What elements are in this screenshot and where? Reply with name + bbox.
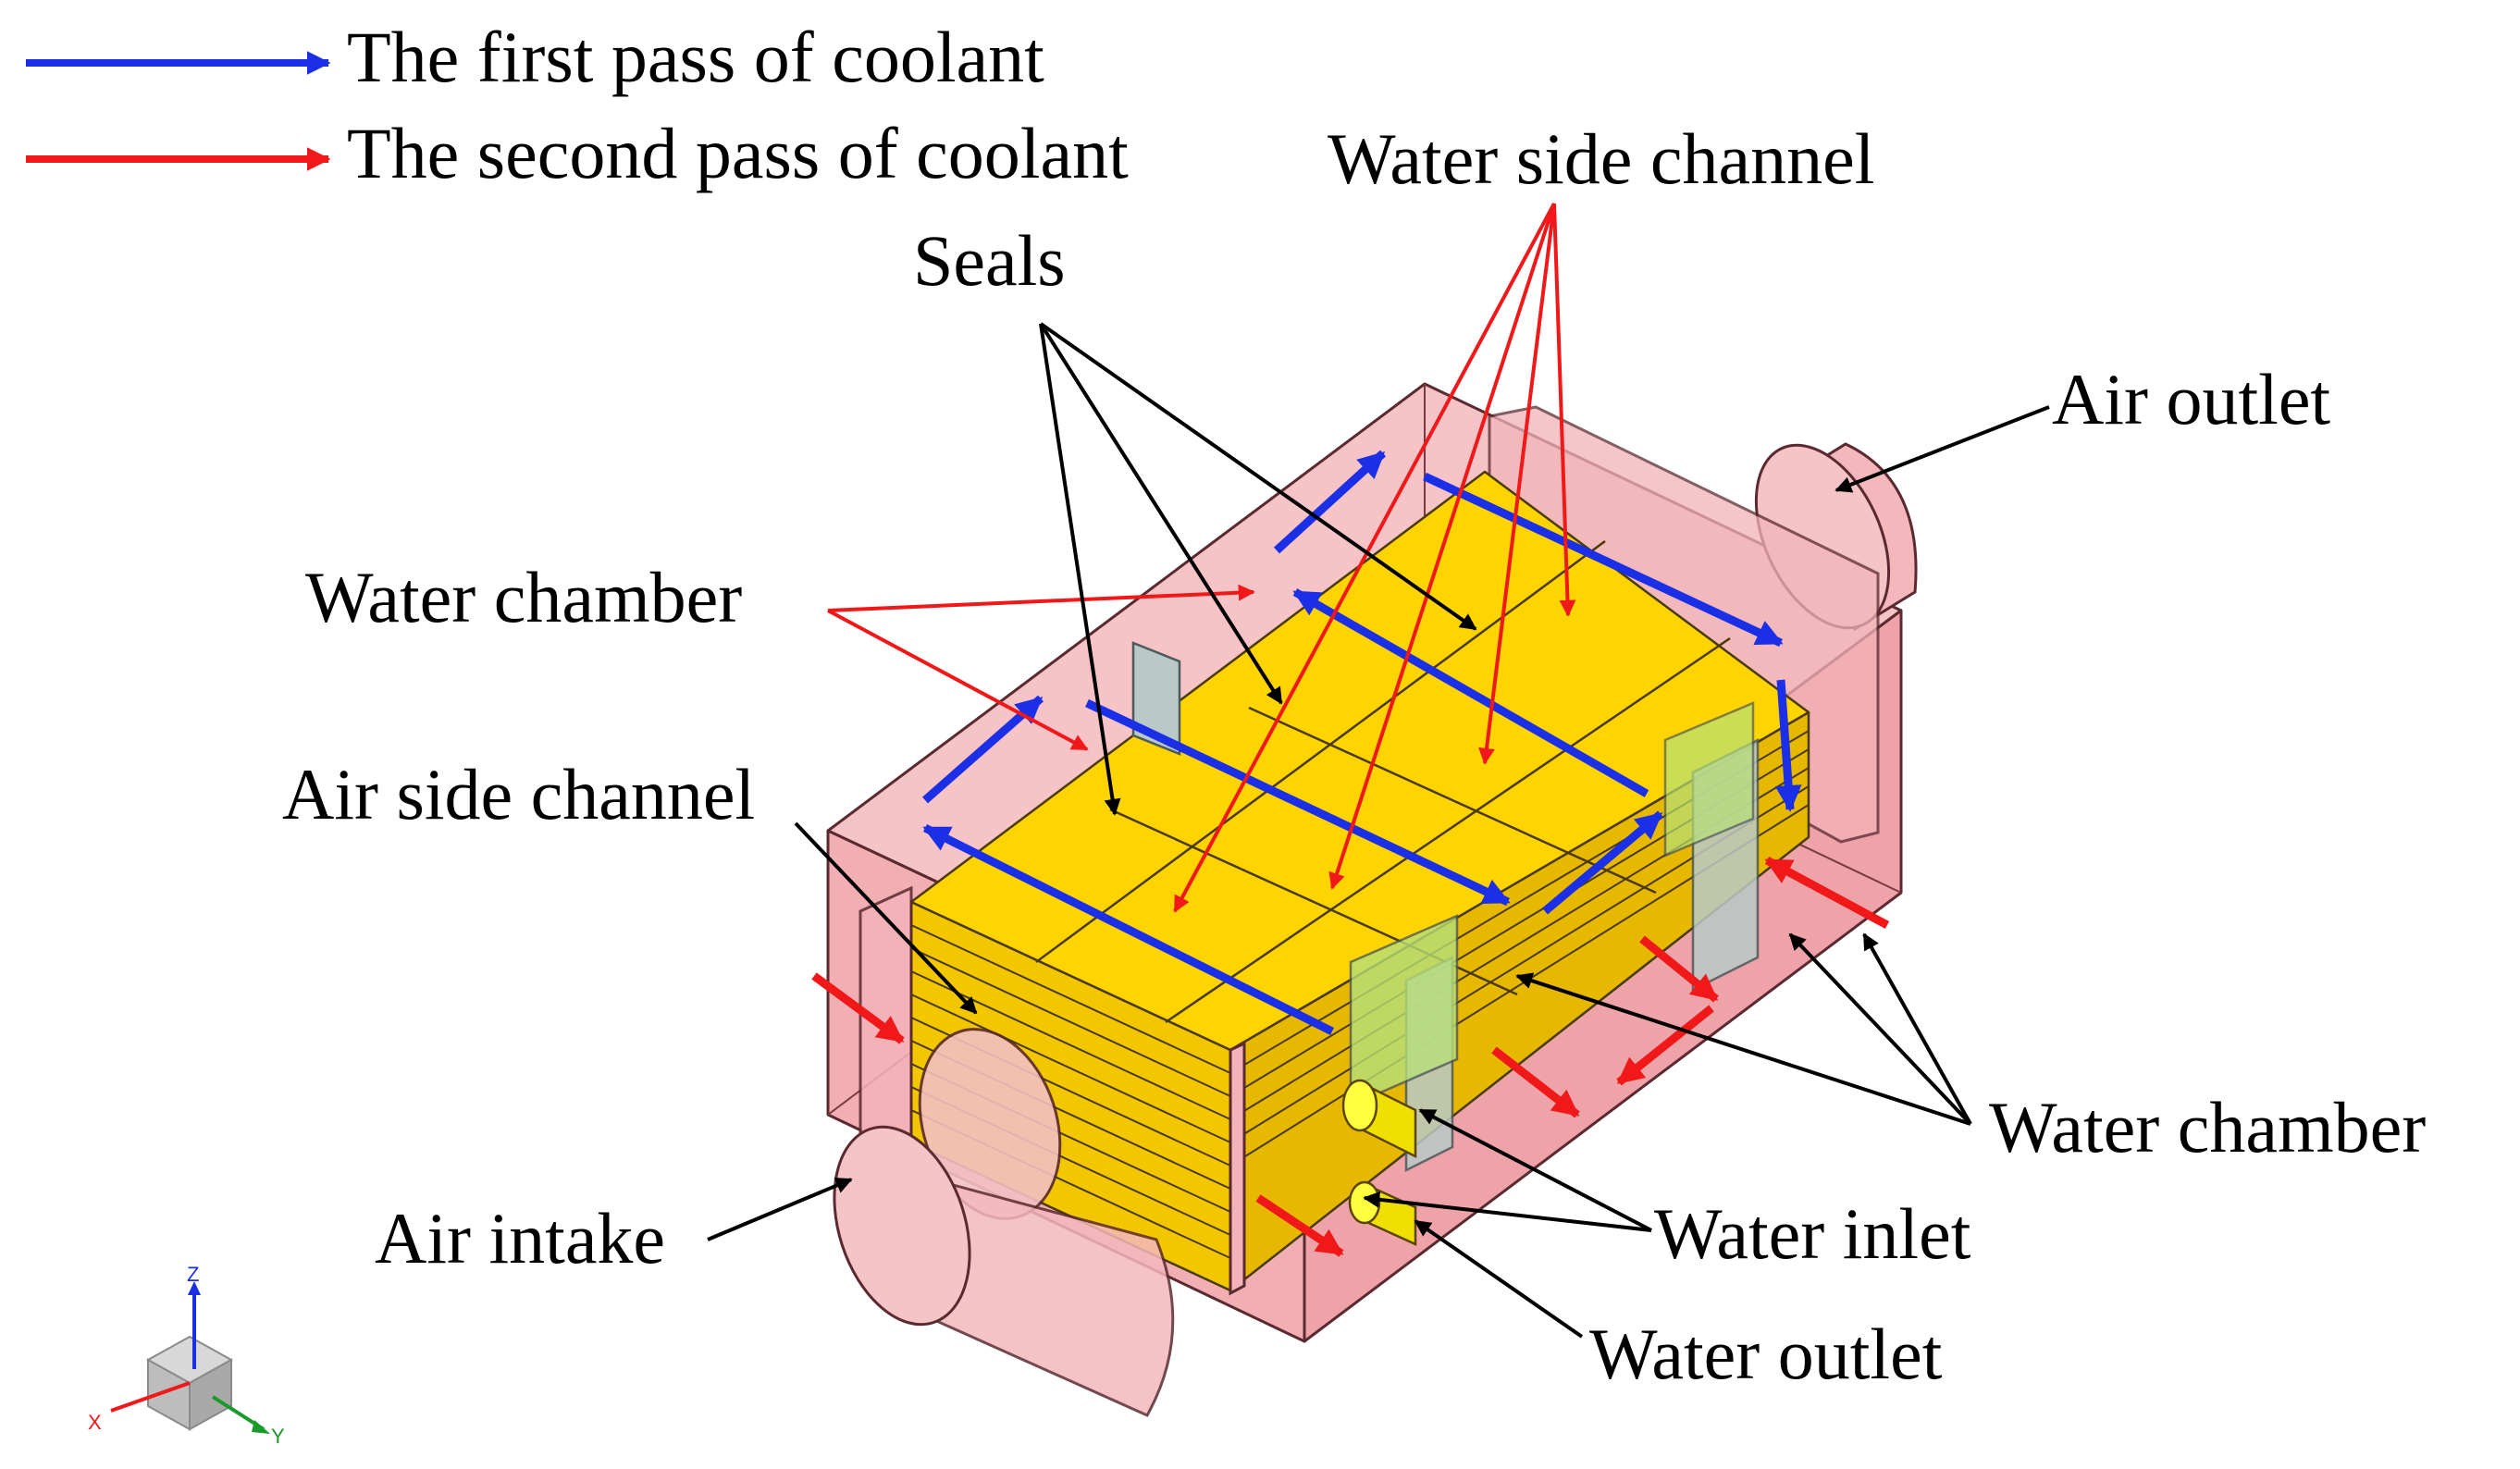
first-pass-arrow [1085,698,1511,907]
axis-x-line [110,1381,191,1413]
seals-leaders [1039,322,1477,816]
first-pass-arrow [922,823,1335,1036]
second-pass-arrow [811,972,905,1044]
legend-second-pass-label: The second pass of coolant [347,113,1129,193]
legend: The first pass of coolant The second pas… [26,17,1129,193]
label-water-chamber-right: Water chamber [1989,1087,2426,1167]
second-pass-flow [811,857,1890,1257]
water-inlet-port [1341,1079,1417,1159]
axis-y-label: Y [271,1425,285,1448]
axis-cube-icon [145,1335,234,1431]
label-air-intake: Air intake [375,1198,665,1278]
first-pass-arrow [1774,679,1802,812]
label-air-side-channel: Air side channel [282,754,755,834]
air-intake-pipe [833,1028,1175,1417]
second-pass-arrow [1616,1005,1714,1086]
label-water-outlet: Water outlet [1589,1314,1943,1394]
first-pass-arrow [1292,588,1649,797]
air-side-channel-leader [794,821,978,1015]
water-chamber-right-leaders [1515,932,1972,1126]
water-side-channel-leaders [1173,203,1576,913]
second-pass-arrow [1491,1046,1580,1118]
seal-plates [1131,641,1760,1173]
air-intake-leader [707,1177,853,1241]
water-port-leaders [1363,1108,1652,1339]
first-pass-arrow [1542,810,1663,915]
first-pass-arrow [1423,472,1784,648]
label-seals: Seals [913,220,1066,301]
second-pass-arrow [1255,1194,1344,1257]
first-pass-arrow [1273,450,1387,554]
label-water-inlet: Water inlet [1654,1193,1971,1274]
air-outlet-leader [1834,405,2050,493]
legend-first-pass-label: The first pass of coolant [347,17,1044,97]
label-air-outlet: Air outlet [2052,359,2330,439]
label-water-side-channel: Water side channel [1328,118,1874,199]
water-chamber-left-leaders [827,584,1255,751]
second-pass-arrow [1639,935,1719,1003]
second-pass-arrow [1764,857,1890,929]
axis-triad: Z X Y [88,1263,285,1448]
axis-z-label: Z [187,1263,199,1286]
axis-x-label: X [88,1411,102,1434]
label-water-chamber-left: Water chamber [305,557,742,637]
